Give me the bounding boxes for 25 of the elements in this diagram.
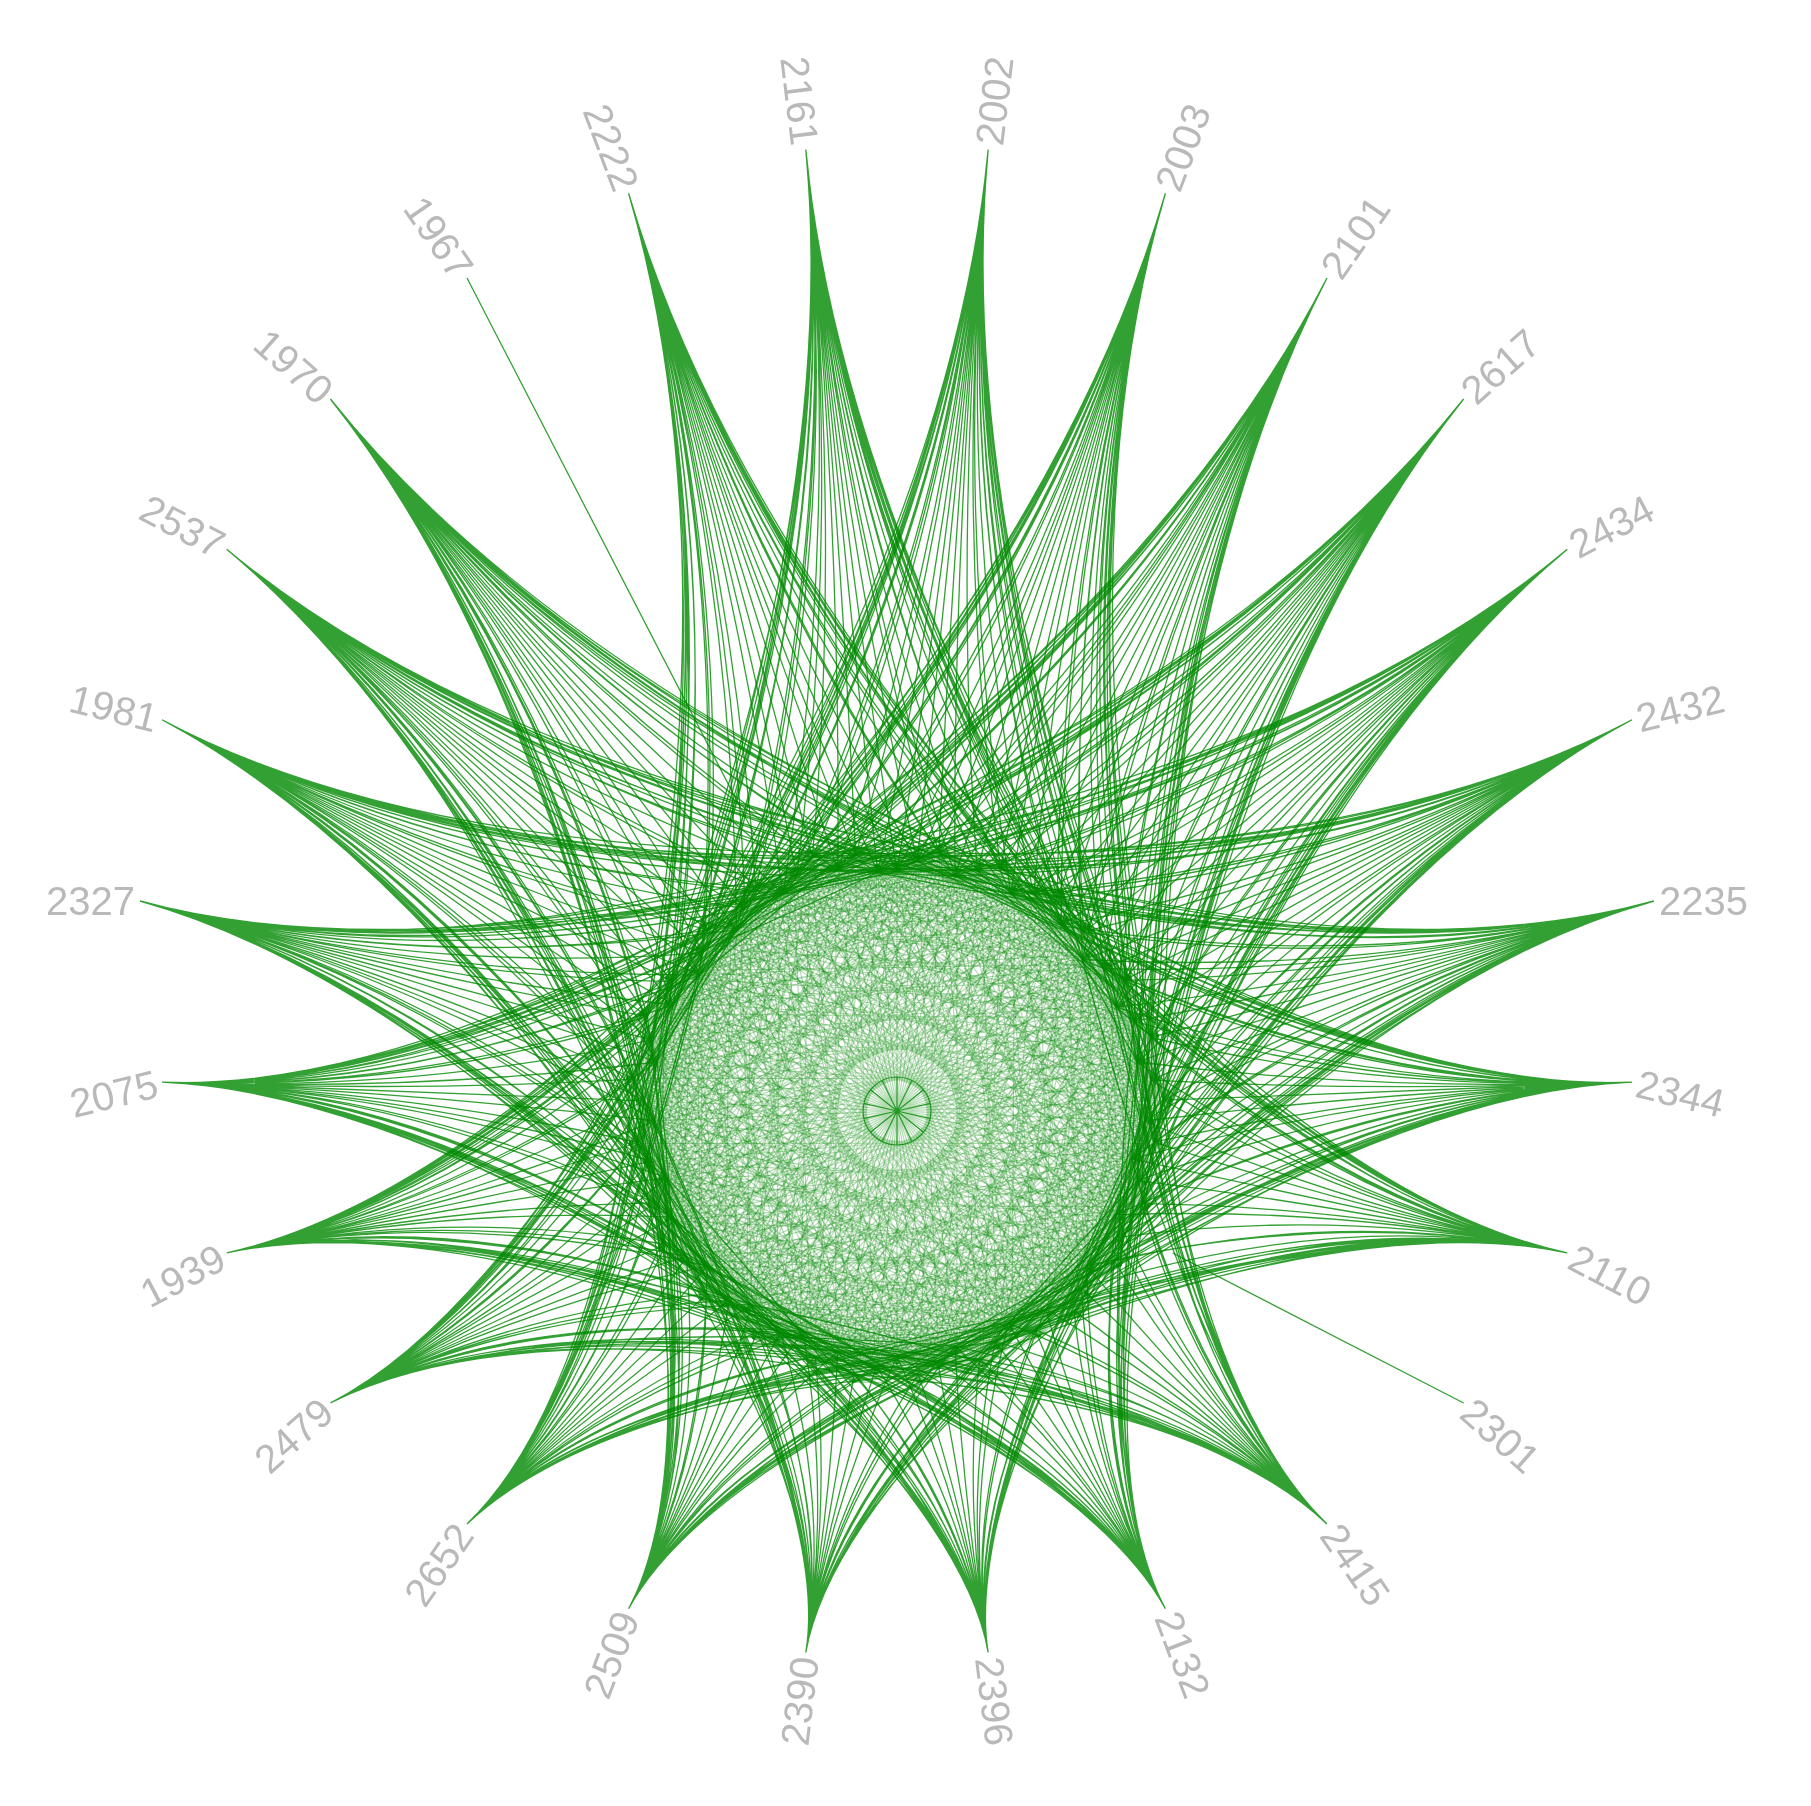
node-label: 2002 <box>969 53 1020 147</box>
node-label: 1981 <box>65 677 162 739</box>
connector-line <box>1171 1252 1465 1404</box>
node-label: 2396 <box>969 1655 1020 1749</box>
node-label: 2110 <box>1562 1237 1658 1313</box>
line-bundle <box>875 867 1568 1376</box>
line-bundle <box>750 958 1328 1525</box>
node-label: 2432 <box>1632 677 1729 739</box>
line-bundle <box>226 548 1035 1295</box>
node-label: 2537 <box>134 487 232 565</box>
node-label: 2434 <box>1562 487 1660 565</box>
node-label: 2509 <box>576 1606 646 1704</box>
node-label: 2390 <box>774 1655 825 1749</box>
node-label: 2161 <box>774 53 825 147</box>
node-label: 2222 <box>576 98 646 196</box>
node-label: 2075 <box>65 1063 162 1125</box>
node-label: 2235 <box>1659 881 1748 921</box>
node-label: 1939 <box>134 1237 232 1315</box>
node-label: 2132 <box>1148 1606 1218 1704</box>
node-label: 2003 <box>1148 98 1218 196</box>
line-bundle <box>685 1020 1167 1610</box>
node-label: 2327 <box>46 881 135 921</box>
line-bundle <box>329 398 1062 1246</box>
connector-line <box>466 277 756 837</box>
node-label: 2344 <box>1632 1063 1729 1125</box>
